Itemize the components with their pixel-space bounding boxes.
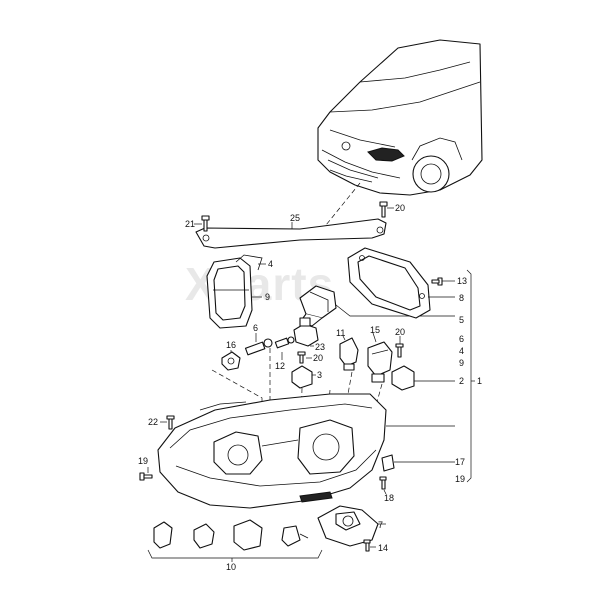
callout-10: 10 xyxy=(226,562,236,572)
callout-19-left: 19 xyxy=(138,456,148,466)
part-25-mounting-bracket xyxy=(195,218,387,249)
part-8-housing-frame xyxy=(347,247,431,319)
callout-1: 1 xyxy=(477,376,482,386)
headlight-assembly xyxy=(157,393,387,509)
callout-4-right: 4 xyxy=(459,346,464,356)
part-11-bulb xyxy=(339,337,359,371)
callout-6-left: 6 xyxy=(253,323,258,333)
callout-13: 13 xyxy=(457,276,467,286)
part-2-socket xyxy=(391,365,415,391)
callout-14: 14 xyxy=(378,543,388,553)
callout-6-right: 6 xyxy=(459,334,464,344)
group-10-bracket xyxy=(147,549,323,559)
callout-4-upper: 4 xyxy=(268,259,273,269)
group-1-bracket xyxy=(466,269,472,483)
part-23-bulb-holder xyxy=(293,317,319,347)
callout-12: 12 xyxy=(275,361,285,371)
callout-8: 8 xyxy=(459,293,464,303)
callout-17: 17 xyxy=(455,457,465,467)
car-illustration xyxy=(317,39,483,196)
callout-19-right: 19 xyxy=(455,474,465,484)
part-10-connectors xyxy=(153,519,309,551)
part-14-screw xyxy=(363,539,371,552)
callout-16: 16 xyxy=(226,340,236,350)
callout-20-upper: 20 xyxy=(395,203,405,213)
callout-2: 2 xyxy=(459,376,464,386)
callout-20-right: 20 xyxy=(395,327,405,337)
callout-9-right: 9 xyxy=(459,358,464,368)
callout-25: 25 xyxy=(290,213,300,223)
callout-21: 21 xyxy=(185,219,195,229)
callout-3: 3 xyxy=(317,370,322,380)
part-20-screw-upper xyxy=(379,201,388,218)
callout-15: 15 xyxy=(370,325,380,335)
callout-22: 22 xyxy=(148,417,158,427)
part-12-bulb xyxy=(274,336,295,349)
part-9-seal xyxy=(206,257,253,329)
part-6-bulb xyxy=(244,338,273,356)
part-7-control-unit xyxy=(317,505,379,547)
callout-11: 11 xyxy=(336,328,345,338)
part-22-screw xyxy=(166,415,175,430)
callout-7: 7 xyxy=(378,520,383,530)
callout-9-upper: 9 xyxy=(265,292,270,302)
callout-23: 23 xyxy=(315,342,325,352)
part-20-screw-right xyxy=(395,343,404,358)
part-18-screw xyxy=(379,476,387,490)
part-3-socket xyxy=(291,365,313,389)
part-13-screw xyxy=(431,277,443,286)
part-21-screw xyxy=(201,215,210,232)
part-19-screw xyxy=(139,472,153,481)
part-17-clip xyxy=(381,454,395,472)
part-16-lamp-socket xyxy=(221,351,241,371)
callout-5: 5 xyxy=(459,315,464,325)
part-20-screw-middle xyxy=(297,351,306,364)
part-15-xenon-bulb xyxy=(367,341,393,383)
callout-18: 18 xyxy=(384,493,394,503)
callout-20-middle: 20 xyxy=(313,353,323,363)
car-to-lamp-leader xyxy=(321,182,361,231)
